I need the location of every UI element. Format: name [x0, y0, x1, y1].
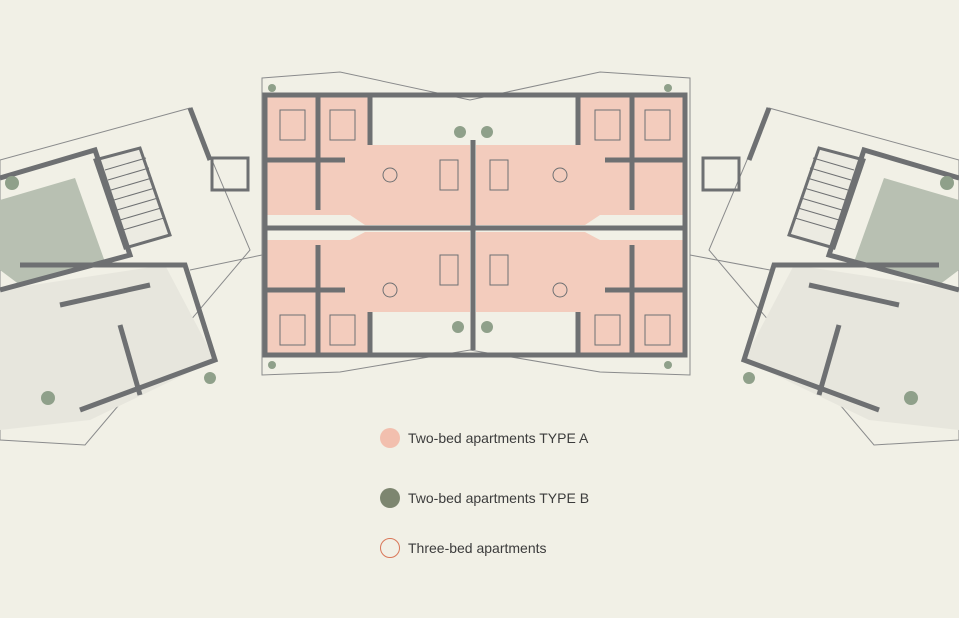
central-lift-cores: [210, 156, 741, 192]
legend-type-a: Two-bed apartments TYPE A: [380, 428, 588, 448]
right-walls: [740, 107, 959, 413]
left-three-bed-apartment: [0, 265, 215, 430]
left-stair-core: [93, 146, 172, 250]
central-furniture: [279, 109, 671, 346]
left-stair-treads: [104, 157, 165, 231]
central-walls: [262, 92, 688, 358]
right-stair-treads: [794, 157, 855, 231]
central-slab-outline: [261, 71, 691, 376]
right-three-bed-apartment: [744, 265, 959, 430]
left-wing: [0, 107, 251, 446]
legend-type-a-swatch: [380, 428, 400, 448]
legend-three-bed-swatch: [380, 538, 400, 558]
central-block: [189, 71, 771, 376]
right-stair-core: [787, 146, 866, 250]
legend-three-bed-label: Three-bed apartments: [408, 540, 547, 556]
connector-lines: [189, 254, 771, 271]
central-trees: [268, 84, 672, 369]
left-walls: [0, 107, 219, 413]
right-type-b-apartment: [854, 178, 959, 285]
legend-type-b: Two-bed apartments TYPE B: [380, 488, 589, 508]
legend-type-b-label: Two-bed apartments TYPE B: [408, 490, 590, 506]
left-type-b-apartment: [0, 178, 105, 285]
legend-type-b-swatch: [380, 488, 400, 508]
left-trees: [5, 176, 216, 405]
legend-three-bed: Three-bed apartments: [380, 538, 547, 558]
right-wing: [708, 107, 959, 446]
right-trees: [743, 176, 954, 405]
legend-type-a-label: Two-bed apartments TYPE A: [408, 430, 589, 446]
